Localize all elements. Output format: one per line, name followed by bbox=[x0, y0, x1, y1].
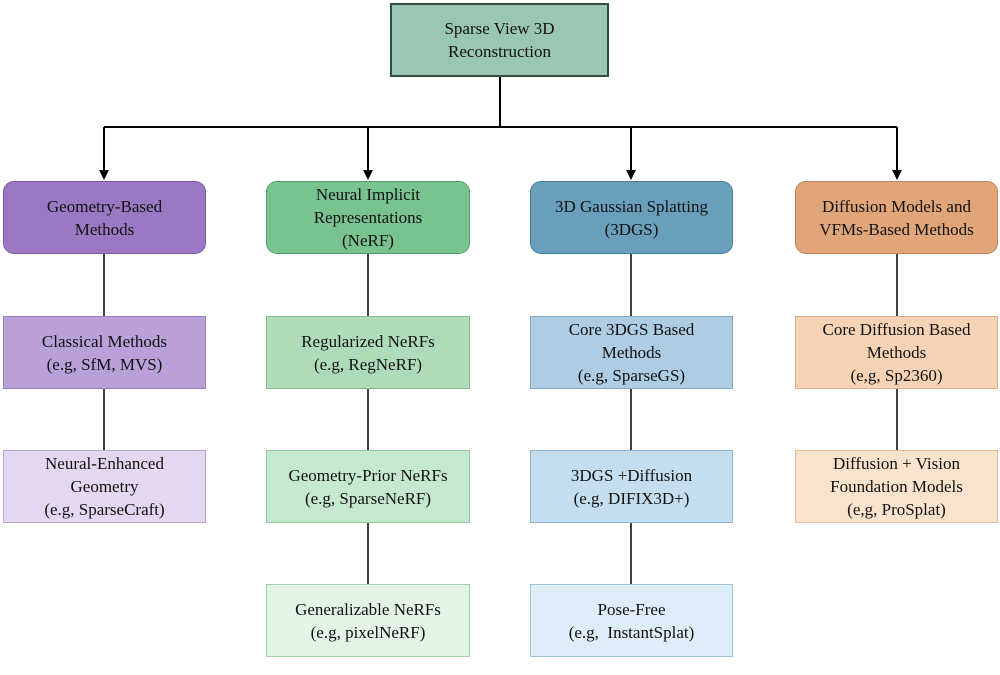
category-node-diffusion-models: Diffusion Models and VFMs-Based Methods bbox=[795, 181, 998, 254]
category-node-neural-implicit: Neural Implicit Representations (NeRF) bbox=[266, 181, 470, 254]
sub-node-line: Diffusion + Vision bbox=[833, 454, 960, 473]
category-node-line: (3DGS) bbox=[604, 219, 659, 239]
sub-node-line: Geometry bbox=[70, 477, 139, 496]
sub-node-core-diffusion: Core Diffusion Based Methods (e,g, Sp236… bbox=[795, 316, 998, 389]
sub-node-line: (e.g, pixelNeRF) bbox=[310, 622, 426, 642]
sub-node-line: Core 3DGS Based bbox=[568, 320, 695, 339]
sub-node-line: Generalizable NeRFs bbox=[295, 599, 441, 619]
sub-node-classical-methods: Classical Methods (e.g, SfM, MVS) bbox=[3, 316, 206, 389]
sub-node-line: (e.g, SfM, MVS) bbox=[46, 354, 163, 374]
sub-node-line: Methods bbox=[601, 343, 662, 362]
root-node-sparse-view-3d-reconstruction: Sparse View 3D Reconstruction bbox=[390, 3, 609, 77]
sub-node-line: Neural-Enhanced bbox=[45, 454, 164, 473]
sub-node-line: Geometry-Prior NeRFs bbox=[288, 465, 448, 485]
sub-node-regularized-nerfs: Regularized NeRFs (e.g, RegNeRF) bbox=[266, 316, 470, 389]
sub-node-line: (e.g, RegNeRF) bbox=[313, 354, 423, 374]
category-node-line: Diffusion Models and bbox=[822, 196, 971, 216]
sub-node-diffusion-vision-foundation: Diffusion + Vision Foundation Models (e,… bbox=[795, 450, 998, 523]
category-node-line: Geometry-Based bbox=[46, 196, 163, 216]
sub-node-line: Core Diffusion Based bbox=[822, 320, 971, 339]
sub-node-neural-enhanced-geometry: Neural-Enhanced Geometry (e.g, SparseCra… bbox=[3, 450, 206, 523]
category-node-line: Representations bbox=[313, 208, 423, 227]
sub-node-line: (e.g, SparseGS) bbox=[577, 366, 686, 385]
sub-node-line: (e.g, DIFIX3D+) bbox=[573, 488, 690, 508]
sub-node-line: (e.g, InstantSplat) bbox=[568, 622, 695, 642]
category-node-line: 3D Gaussian Splatting bbox=[555, 196, 708, 216]
root-node-line-1: Sparse View 3D bbox=[444, 19, 555, 38]
category-node-geometry-based: Geometry-Based Methods bbox=[3, 181, 206, 254]
sub-node-line: Methods bbox=[866, 343, 927, 362]
sub-node-line: (e,g, ProSplat) bbox=[847, 500, 946, 519]
sub-node-geometry-prior-nerfs: Geometry-Prior NeRFs (e.g, SparseNeRF) bbox=[266, 450, 470, 523]
sub-node-line: (e,g, Sp2360) bbox=[850, 366, 943, 385]
sub-node-pose-free: Pose-Free (e.g, InstantSplat) bbox=[530, 584, 733, 657]
sub-node-line: (e.g, SparseNeRF) bbox=[304, 488, 432, 508]
sub-node-line: Pose-Free bbox=[597, 599, 666, 619]
sub-node-line: Regularized NeRFs bbox=[301, 331, 435, 351]
sub-node-3dgs-diffusion: 3DGS +Diffusion (e.g, DIFIX3D+) bbox=[530, 450, 733, 523]
category-node-3d-gaussian-splatting: 3D Gaussian Splatting (3DGS) bbox=[530, 181, 733, 254]
sub-node-line: Foundation Models bbox=[830, 477, 963, 496]
sub-node-line: Classical Methods bbox=[41, 331, 168, 351]
category-node-line: Methods bbox=[74, 219, 135, 239]
sub-node-line: 3DGS +Diffusion bbox=[570, 465, 693, 485]
sub-node-core-3dgs: Core 3DGS Based Methods (e.g, SparseGS) bbox=[530, 316, 733, 389]
category-node-line: (NeRF) bbox=[342, 231, 394, 250]
category-node-line: VFMs-Based Methods bbox=[819, 219, 974, 239]
sub-node-generalizable-nerfs: Generalizable NeRFs (e.g, pixelNeRF) bbox=[266, 584, 470, 657]
sub-node-line: (e.g, SparseCraft) bbox=[44, 500, 165, 519]
category-node-line: Neural Implicit bbox=[315, 185, 421, 204]
root-node-line-2: Reconstruction bbox=[448, 42, 551, 61]
